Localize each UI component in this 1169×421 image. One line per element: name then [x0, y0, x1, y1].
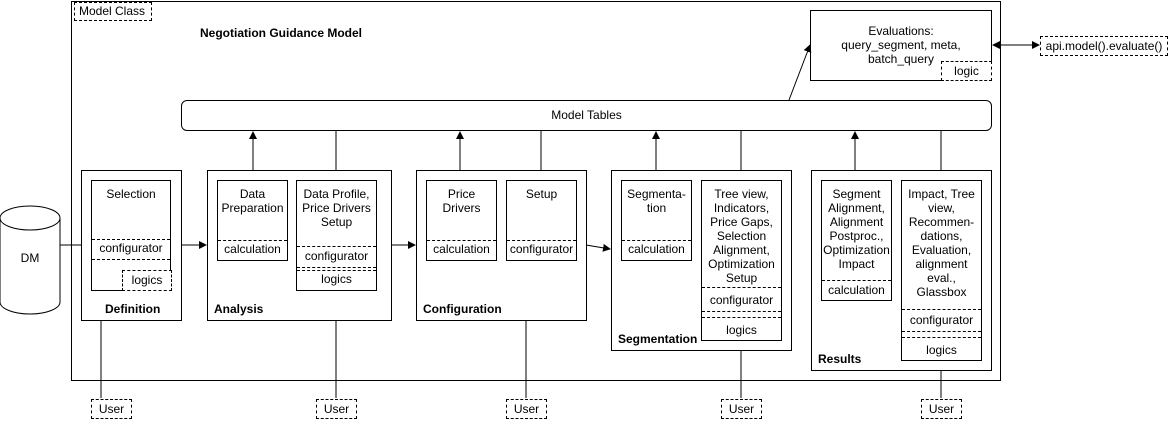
segment-alignment-line-1: Segment — [832, 187, 881, 201]
evaluations-line-2: query_segment, meta, — [841, 38, 961, 52]
evaluations-logic: logic — [941, 61, 992, 81]
data-profile-line-3: Setup — [320, 215, 353, 229]
dm-label: DM — [20, 251, 40, 265]
data-profile-configurator: configurator — [304, 249, 369, 263]
segment-alignment-line-2: Alignment, — [828, 201, 885, 215]
segment-alignment-line-4: Postproc., — [829, 229, 884, 243]
impact-line-8: Glassbox — [916, 285, 967, 299]
impact-box: Impact, Tree view, Recommen- dations, Ev… — [901, 180, 982, 361]
tree-view-line-2: Indicators, — [713, 201, 770, 215]
tree-view-line-5: Alignment, — [713, 243, 770, 257]
impact-line-2: view, — [928, 201, 955, 215]
setup-box: Setup configurator — [506, 180, 577, 261]
segment-alignment-line-5: Optimization — [823, 243, 890, 257]
stage-segmentation-title: Segmentation — [618, 332, 698, 346]
tree-view-configurator: configurator — [709, 293, 774, 307]
impact-logics: logics — [926, 343, 957, 357]
price-drivers-line-2: Drivers — [442, 201, 481, 215]
impact-configurator: configurator — [909, 313, 974, 327]
selection-label: Selection — [106, 187, 156, 201]
stage-analysis-title: Analysis — [214, 302, 264, 316]
segment-alignment-line-3: Alignment — [829, 215, 884, 229]
tree-view-logics: logics — [726, 323, 757, 337]
segmentation-line-1: Segmenta- — [627, 187, 686, 201]
user-configuration: User — [506, 399, 547, 419]
impact-line-4: dations, — [920, 229, 963, 243]
user-definition: User — [91, 399, 132, 419]
data-preparation-calculation: calculation — [224, 242, 281, 256]
price-drivers-box: Price Drivers calculation — [426, 180, 497, 261]
impact-line-7: eval., — [927, 271, 956, 285]
data-preparation-box: Data Preparation calculation — [217, 180, 288, 261]
selection-configurator: configurator — [99, 241, 163, 255]
evaluations-line-1: Evaluations: — [868, 24, 934, 38]
diagram-title: Negotiation Guidance Model — [200, 26, 363, 40]
impact-line-6: alignment — [915, 257, 968, 271]
data-preparation-line-1: Data — [239, 187, 266, 201]
data-profile-line-2: Price Drivers — [302, 201, 371, 215]
impact-line-5: Evaluation, — [911, 243, 972, 257]
setup-label: Setup — [525, 187, 558, 201]
dm-database-icon — [0, 205, 61, 315]
selection-logics: logics — [122, 270, 172, 291]
data-profile-logics: logics — [321, 272, 352, 286]
impact-line-3: Recommen- — [908, 215, 975, 229]
tree-view-line-4: Selection — [716, 229, 767, 243]
tree-view-line-6: Optimization — [708, 257, 775, 271]
setup-configurator: configurator — [509, 242, 574, 256]
model-tables: Model Tables — [181, 100, 992, 131]
stage-configuration-title: Configuration — [423, 302, 502, 316]
stage-results-title: Results — [818, 352, 862, 366]
data-preparation-line-2: Preparation — [221, 201, 284, 215]
evaluations-box: Evaluations: query_segment, meta, batch_… — [810, 10, 992, 81]
price-drivers-calculation: calculation — [433, 242, 490, 256]
segmentation-calculation: calculation — [628, 242, 685, 256]
user-results: User — [921, 399, 962, 419]
impact-line-1: Impact, Tree — [908, 187, 975, 201]
selection-box: Selection configurator logics — [91, 180, 172, 291]
user-segmentation: User — [721, 399, 762, 419]
segment-alignment-box: Segment Alignment, Alignment Postproc., … — [821, 180, 892, 301]
evaluations-line-3: batch_query — [867, 52, 935, 66]
segmentation-line-2: tion — [646, 201, 667, 215]
tree-view-line-3: Price Gaps, — [710, 215, 773, 229]
price-drivers-line-1: Price — [447, 187, 476, 201]
model-class-label: Model Class — [74, 2, 152, 21]
tree-view-line-7: Setup — [725, 271, 758, 285]
data-profile-box: Data Profile, Price Drivers Setup config… — [296, 180, 377, 291]
user-analysis: User — [316, 399, 357, 419]
segment-alignment-line-6: Impact — [838, 257, 875, 271]
segmentation-box: Segmenta- tion calculation — [621, 180, 692, 261]
data-profile-line-1: Data Profile, — [303, 187, 370, 201]
tree-view-line-1: Tree view, — [714, 187, 769, 201]
api-evaluate-label: api.model().evaluate() — [1040, 36, 1168, 56]
segment-alignment-calculation: calculation — [828, 283, 885, 297]
stage-definition-title: Definition — [105, 302, 161, 316]
tree-view-box: Tree view, Indicators, Price Gaps, Selec… — [701, 180, 782, 341]
